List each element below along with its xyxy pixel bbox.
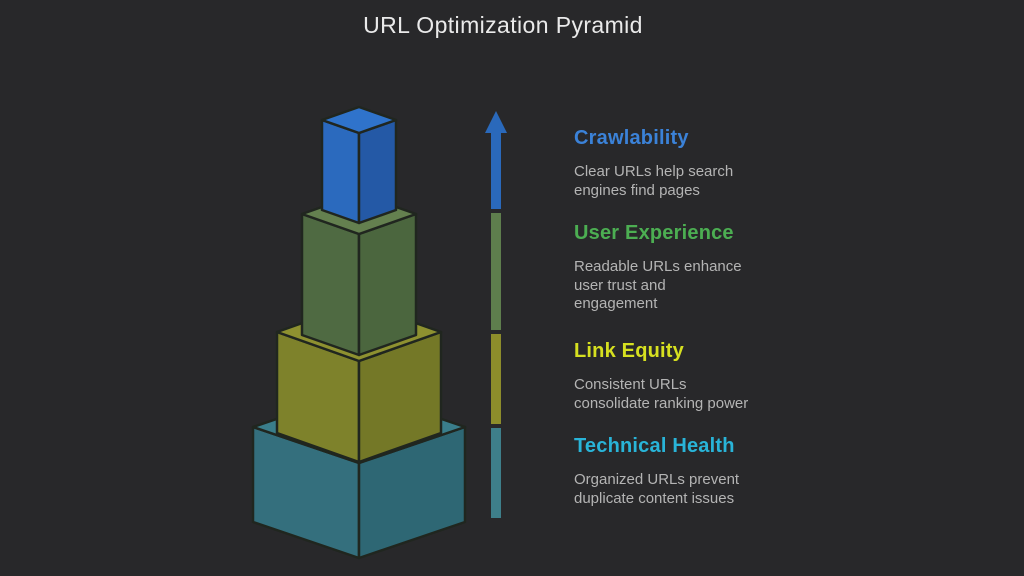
arrow-segment-technical-health xyxy=(491,428,501,518)
legend-item-user-experience: User Experience Readable URLs enhance us… xyxy=(574,222,824,314)
user-experience-right-face xyxy=(357,212,418,357)
page-title: URL Optimization Pyramid xyxy=(363,12,643,38)
arrow-segment-crawlability xyxy=(491,131,501,209)
legend-title-user-experience: User Experience xyxy=(574,222,734,244)
crawlability-left-face xyxy=(320,118,361,225)
pyramid-level-crawlability xyxy=(320,105,398,225)
legend-title-link-equity: Link Equity xyxy=(574,340,684,362)
arrow-head-icon xyxy=(485,111,507,133)
legend-title-technical-health: Technical Health xyxy=(574,435,735,457)
legend-title-crawlability: Crawlability xyxy=(574,127,689,149)
user-experience-left-face xyxy=(300,212,361,357)
legend-item-crawlability: Crawlability Clear URLs help search engi… xyxy=(574,127,824,200)
legend-item-link-equity: Link Equity Consistent URLs consolidate … xyxy=(574,340,824,413)
crawlability-right-face xyxy=(357,118,398,225)
legend-description-link-equity: Consistent URLs consolidate ranking powe… xyxy=(574,376,749,412)
growth-arrow xyxy=(485,111,507,518)
legend-description-technical-health: Organized URLs prevent duplicate content… xyxy=(574,471,740,507)
legend-item-technical-health: Technical Health Organized URLs prevent … xyxy=(574,435,824,508)
legend-description-crawlability: Clear URLs help search engines find page… xyxy=(574,163,734,199)
crawlability-top-face xyxy=(320,105,398,135)
arrow-segment-link-equity xyxy=(491,334,501,424)
legend-description-user-experience: Readable URLs enhance user trust and eng… xyxy=(574,258,742,312)
arrow-segment-user-experience xyxy=(491,213,501,330)
